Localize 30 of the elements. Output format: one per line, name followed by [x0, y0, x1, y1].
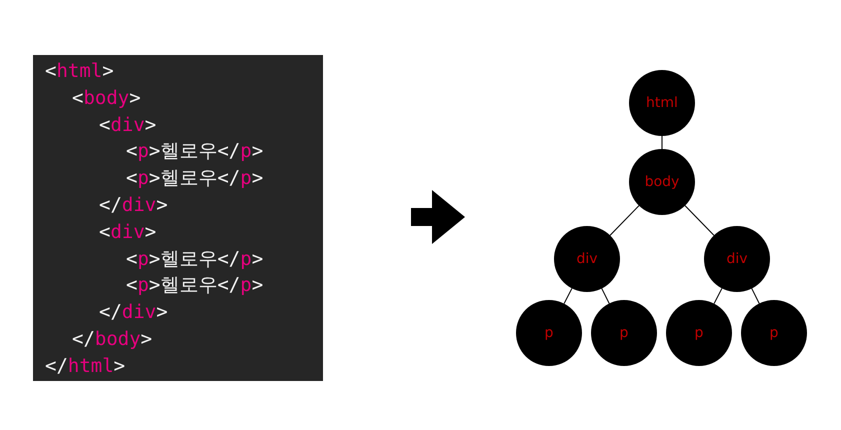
- code-line: </div>: [99, 193, 168, 217]
- code-line: <p>헬로우</p>: [126, 139, 264, 164]
- code-line: <p>헬로우</p>: [126, 273, 264, 298]
- node-label: div: [726, 251, 748, 267]
- code-line: <html>: [45, 59, 114, 83]
- node-label: div: [576, 251, 598, 267]
- code-line: <div>: [99, 112, 156, 137]
- code-line: </html>: [45, 354, 126, 378]
- node-label: p: [620, 325, 628, 341]
- node-label: p: [770, 325, 778, 341]
- code-line: <p>헬로우</p>: [126, 246, 264, 271]
- node-label: p: [544, 325, 554, 341]
- connector-line: [601, 288, 610, 304]
- connector-line: [714, 288, 722, 304]
- connector-line: [684, 205, 714, 236]
- connector-line: [564, 288, 572, 304]
- connector-line: [751, 288, 760, 304]
- tree-node-circle: [629, 149, 695, 215]
- tree-node-circle: [554, 226, 620, 292]
- node-label: body: [644, 174, 680, 190]
- code-line: <p>헬로우</p>: [126, 166, 264, 190]
- code-line: <div>: [99, 220, 156, 244]
- connector-line: [610, 205, 640, 236]
- code-line: <body>: [72, 86, 141, 110]
- code-line: </div>: [99, 300, 168, 324]
- code-line: </body>: [72, 327, 152, 351]
- tree-node-circle: [704, 226, 770, 292]
- node-label: p: [694, 325, 704, 341]
- code-panel: [33, 55, 323, 381]
- node-label: html: [646, 95, 678, 111]
